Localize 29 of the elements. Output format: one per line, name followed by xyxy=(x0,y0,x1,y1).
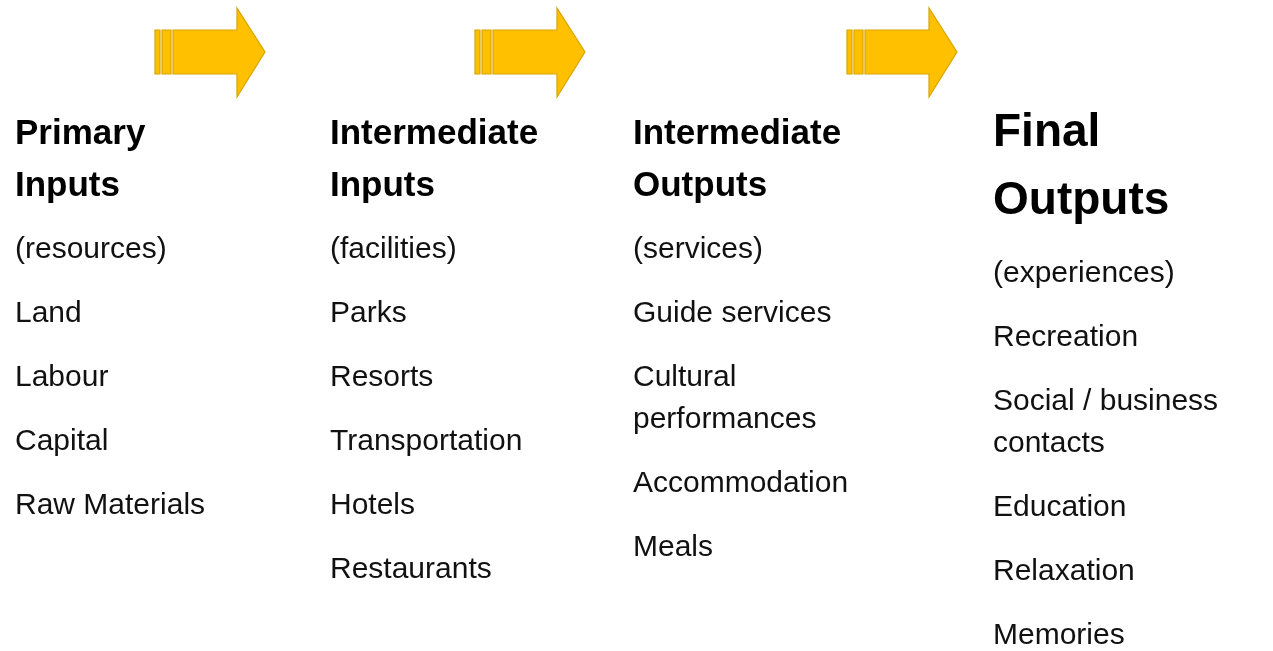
list-item: Restaurants xyxy=(330,550,493,586)
list-item: Labour xyxy=(15,358,110,394)
list-item: Cultural performances xyxy=(633,358,818,436)
list-item: Hotels xyxy=(330,486,417,522)
list-item: Transportation xyxy=(330,422,524,458)
list-item: Raw Materials xyxy=(15,486,207,522)
block-arrow xyxy=(154,5,266,100)
category-note: (resources) xyxy=(15,230,168,266)
list-item: Memories xyxy=(993,616,1126,651)
block-arrow xyxy=(474,5,586,100)
list-item: Resorts xyxy=(330,358,435,394)
column-heading: Intermediate Inputs xyxy=(330,111,540,205)
list-item: Guide services xyxy=(633,294,833,330)
list-item: Education xyxy=(993,488,1128,524)
list-item: Meals xyxy=(633,528,715,564)
column-heading: Intermediate Outputs xyxy=(633,111,843,205)
list-item: Land xyxy=(15,294,83,330)
column-heading: Final Outputs xyxy=(993,103,1171,226)
block-arrow xyxy=(846,5,958,100)
column-heading: Primary Inputs xyxy=(15,111,147,205)
category-note: (facilities) xyxy=(330,230,458,266)
category-note: (experiences) xyxy=(993,254,1176,290)
list-item: Capital xyxy=(15,422,110,458)
category-note: (services) xyxy=(633,230,764,266)
list-item: Accommodation xyxy=(633,464,850,500)
list-item: Parks xyxy=(330,294,408,330)
list-item: Social / business contacts xyxy=(993,382,1220,460)
list-item: Relaxation xyxy=(993,552,1136,588)
list-item: Recreation xyxy=(993,318,1140,354)
